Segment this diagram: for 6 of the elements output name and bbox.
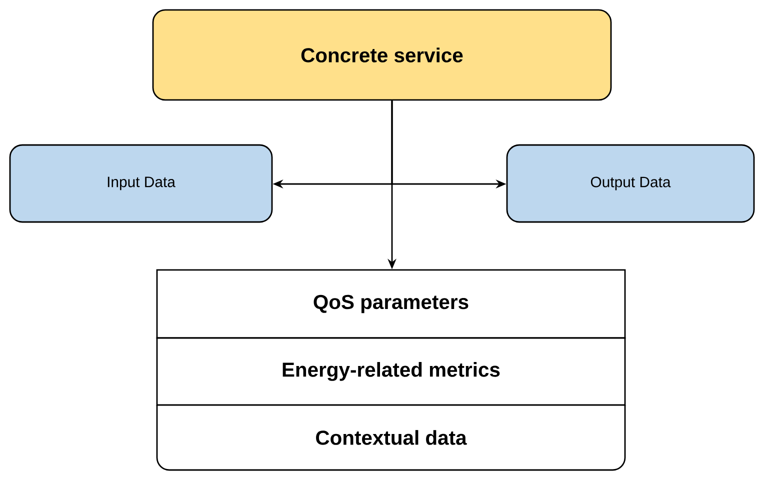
data-box: Output Data bbox=[506, 144, 755, 223]
layer-box: Energy-related metrics bbox=[156, 337, 626, 406]
data-box: Input Data bbox=[9, 144, 273, 223]
layer-box: Contextual data bbox=[156, 404, 626, 471]
layer-box: QoS parameters bbox=[156, 269, 626, 339]
service-box: Concrete service bbox=[152, 9, 612, 101]
